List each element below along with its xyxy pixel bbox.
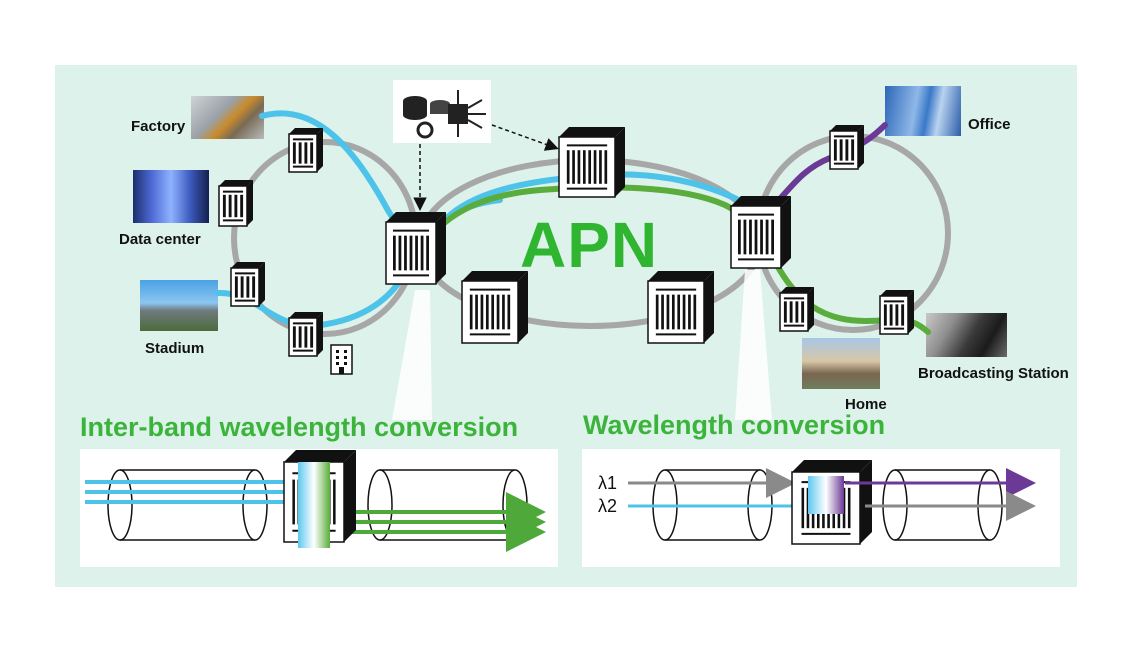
broadcasting-label: Broadcasting Station bbox=[918, 365, 1069, 382]
stadium-label: Stadium bbox=[145, 340, 205, 357]
office-photo bbox=[885, 86, 961, 136]
inter-band-fiber-left bbox=[107, 469, 268, 541]
stadium-photo bbox=[140, 280, 218, 331]
controller-icon bbox=[393, 80, 491, 143]
control-arrow-right bbox=[491, 124, 559, 151]
node-office-ring bbox=[829, 125, 864, 170]
wavelength-heading: Wavelength conversion bbox=[583, 410, 886, 440]
building-icon bbox=[330, 344, 353, 375]
node-right-hub bbox=[730, 196, 791, 269]
broadcasting-photo bbox=[926, 313, 1007, 357]
inter-band-converter bbox=[298, 462, 330, 548]
node-bottom-right bbox=[647, 271, 714, 344]
factory-photo bbox=[191, 96, 264, 139]
node-left-hub bbox=[385, 212, 446, 285]
right-zoom-cone bbox=[735, 270, 772, 420]
office-label: Office bbox=[968, 116, 1011, 133]
data-center-label: Data center bbox=[119, 231, 201, 248]
node-stadium-ring-2 bbox=[288, 312, 323, 357]
factory-label: Factory bbox=[131, 118, 186, 135]
left-zoom-cone bbox=[392, 290, 432, 420]
node-datacenter-ring bbox=[218, 180, 253, 227]
home-label: Home bbox=[845, 396, 887, 413]
node-stadium-ring bbox=[230, 262, 265, 307]
data-center-photo bbox=[133, 170, 209, 223]
node-top-center bbox=[558, 127, 625, 198]
home-photo bbox=[802, 338, 880, 389]
inter-band-output-lines bbox=[330, 492, 546, 552]
lambda1-label: λ1 bbox=[598, 473, 618, 493]
node-broadcasting-ring bbox=[879, 290, 914, 335]
node-home-ring bbox=[779, 287, 814, 332]
inter-band-heading: Inter-band wavelength conversion bbox=[80, 412, 519, 442]
wavelength-converter bbox=[808, 476, 844, 514]
network-title: APN bbox=[520, 209, 659, 281]
node-bottom-left bbox=[461, 271, 528, 344]
node-factory-ring bbox=[288, 128, 323, 173]
lambda2-label: λ2 bbox=[598, 496, 618, 516]
inter-band-input-lines bbox=[85, 480, 300, 504]
